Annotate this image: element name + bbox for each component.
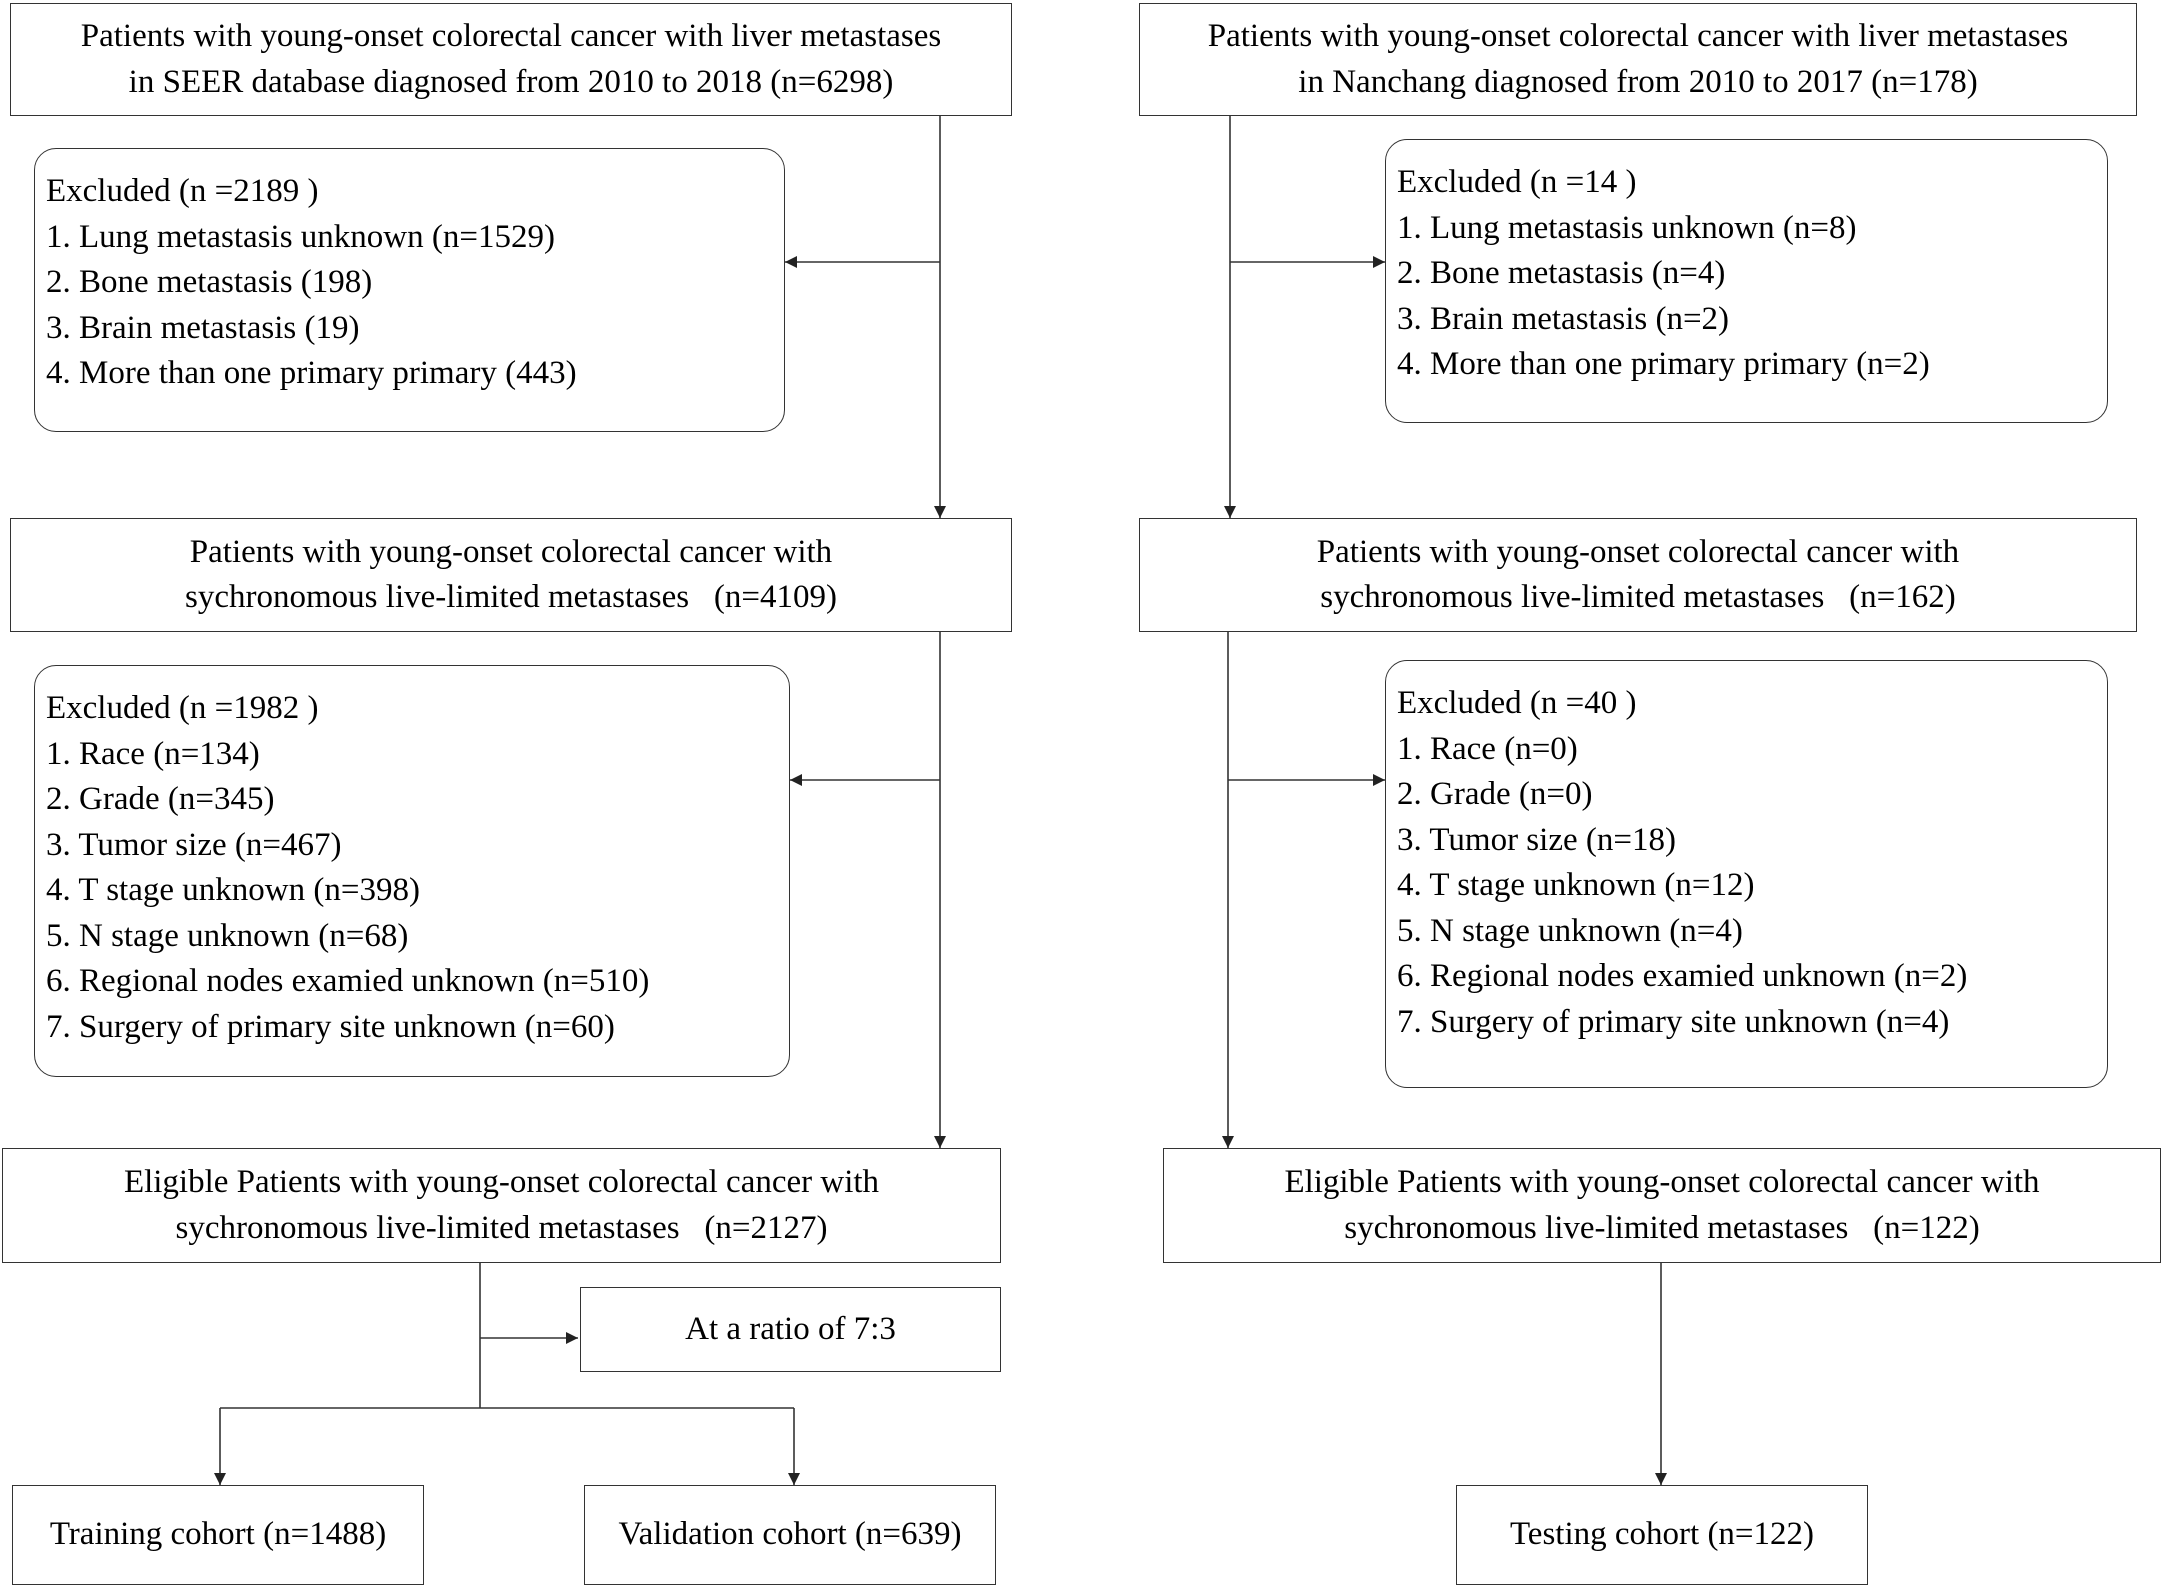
list-item: 1. Lung metastasis unknown (n=8) [1397,209,1857,246]
box-line: Validation cohort (n=639) [618,1516,962,1553]
box-line: At a ratio of 7:3 [685,1310,896,1347]
list-item: 4. More than one primary primary (n=2) [1397,346,1930,382]
validation-cohort-box: Validation cohort (n=639) [584,1485,996,1585]
list-item: 1. Race (n=134) [46,735,260,772]
box-line: in Nanchang diagnosed from 2010 to 2017 … [1298,63,1978,100]
list-item: 1. Lung metastasis unknown (n=1529) [46,218,555,255]
list-item: 3. Brain metastasis (n=2) [1397,300,1730,337]
box-line: Testing cohort (n=122) [1509,1516,1815,1553]
seer-excluded-box-1: Excluded (n =2189 ) 1. Lung metastasis u… [34,148,785,432]
box-line: sychronomous live-limited metastases (n=… [185,579,837,615]
box-line: sychronomous live-limited metastases (n=… [1320,579,1956,615]
box-line: Patients with young-onset colorectal can… [1207,18,2069,54]
ratio-box: At a ratio of 7:3 [580,1287,1001,1372]
list-item: 3. Brain metastasis (19) [46,309,360,346]
seer-limited-box: Patients with young-onset colorectal can… [10,518,1012,632]
seer-source-box: Patients with young-onset colorectal can… [10,3,1012,116]
training-cohort-box: Training cohort (n=1488) [12,1485,424,1585]
excluded-title: Excluded (n =40 ) [1397,685,1637,721]
list-item: 2. Bone metastasis (198) [46,264,373,300]
list-item: 2. Grade (n=0) [1397,776,1593,812]
list-item: 7. Surgery of primary site unknown (n=4) [1397,1003,1950,1040]
list-item: 5. N stage unknown (n=68) [46,917,409,954]
box-line: Patients with young-onset colorectal can… [1316,533,1960,570]
list-item: 3. Tumor size (n=467) [46,826,342,863]
box-line: Training cohort (n=1488) [49,1516,387,1553]
list-item: 2. Grade (n=345) [46,781,275,817]
list-item: 2. Bone metastasis (n=4) [1397,255,1726,291]
list-item: 4. T stage unknown (n=398) [46,872,420,908]
excluded-title: Excluded (n =2189 ) [46,173,319,209]
box-line: Patients with young-onset colorectal can… [80,18,942,54]
nanchang-source-box: Patients with young-onset colorectal can… [1139,3,2137,116]
seer-eligible-box: Eligible Patients with young-onset color… [2,1148,1001,1263]
testing-cohort-box: Testing cohort (n=122) [1456,1485,1868,1585]
box-line: Eligible Patients with young-onset color… [123,1164,880,1200]
list-item: 4. More than one primary primary (443) [46,355,577,391]
list-item: 7. Surgery of primary site unknown (n=60… [46,1008,615,1045]
list-item: 5. N stage unknown (n=4) [1397,912,1743,949]
list-item: 1. Race (n=0) [1397,730,1578,767]
box-line: sychronomous live-limited metastases (n=… [1344,1209,1980,1246]
list-item: 6. Regional nodes examied unknown (n=2) [1397,958,1968,994]
nanchang-excluded-box-1: Excluded (n =14 ) 1. Lung metastasis unk… [1385,139,2108,423]
nanchang-excluded-box-2: Excluded (n =40 ) 1. Race (n=0) 2. Grade… [1385,660,2108,1088]
list-item: 6. Regional nodes examied unknown (n=510… [46,963,650,999]
excluded-title: Excluded (n =14 ) [1397,164,1637,200]
seer-excluded-box-2: Excluded (n =1982 ) 1. Race (n=134) 2. G… [34,665,790,1077]
box-line: Eligible Patients with young-onset color… [1284,1164,2040,1200]
box-line: sychronomous live-limited metastases (n=… [175,1209,828,1246]
nanchang-limited-box: Patients with young-onset colorectal can… [1139,518,2137,632]
box-line: Patients with young-onset colorectal can… [189,533,833,570]
box-line: in SEER database diagnosed from 2010 to … [128,63,894,100]
excluded-title: Excluded (n =1982 ) [46,690,319,726]
nanchang-eligible-box: Eligible Patients with young-onset color… [1163,1148,2161,1263]
list-item: 4. T stage unknown (n=12) [1397,867,1755,903]
list-item: 3. Tumor size (n=18) [1397,821,1676,858]
